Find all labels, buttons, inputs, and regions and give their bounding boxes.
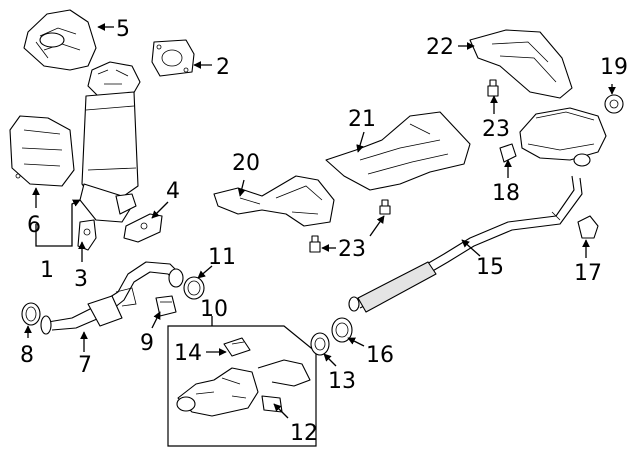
callout-18: 18 bbox=[492, 181, 520, 206]
part-16-gasket[interactable] bbox=[331, 317, 353, 343]
part-4-bracket[interactable] bbox=[123, 213, 163, 243]
callout-11: 11 bbox=[208, 245, 236, 270]
part-6-lower-heat-shield[interactable] bbox=[9, 115, 75, 187]
part-19-hanger[interactable] bbox=[604, 94, 624, 114]
callout-2: 2 bbox=[216, 55, 230, 80]
callout-12: 12 bbox=[290, 421, 318, 446]
callout-16: 16 bbox=[366, 343, 394, 368]
part-3-bracket[interactable] bbox=[77, 219, 97, 251]
callout-14: 14 bbox=[174, 341, 202, 366]
part-1-catalytic-converter[interactable] bbox=[79, 61, 141, 223]
part-21-heat-shield[interactable] bbox=[325, 111, 471, 191]
part-11-gasket[interactable] bbox=[183, 276, 205, 300]
callout-10: 10 bbox=[200, 297, 228, 322]
callout-19: 19 bbox=[600, 55, 628, 80]
part-7-front-pipe[interactable] bbox=[40, 261, 184, 335]
callout-20: 20 bbox=[232, 151, 260, 176]
callout-15: 15 bbox=[476, 255, 504, 280]
part-5-upper-heat-shield[interactable] bbox=[23, 9, 97, 71]
part-20-heat-shield[interactable] bbox=[213, 175, 335, 227]
part-15-center-pipe[interactable] bbox=[348, 175, 583, 313]
callout-23-lower: 23 bbox=[338, 237, 366, 262]
part-2-manifold-gasket[interactable] bbox=[151, 39, 195, 77]
callout-23-upper: 23 bbox=[482, 117, 510, 142]
callout-7: 7 bbox=[78, 353, 92, 378]
part-17-hanger[interactable] bbox=[577, 215, 599, 239]
part-22-heat-shield[interactable] bbox=[469, 29, 573, 99]
part-8-gasket[interactable] bbox=[21, 302, 41, 326]
part-10-assembly-box bbox=[167, 325, 317, 447]
callout-4: 4 bbox=[166, 179, 180, 204]
callout-9: 9 bbox=[140, 331, 154, 356]
callout-3: 3 bbox=[74, 267, 88, 292]
callout-8: 8 bbox=[20, 343, 34, 368]
part-12-exhaust-manifold[interactable] bbox=[176, 359, 311, 417]
callout-21: 21 bbox=[348, 107, 376, 132]
callout-17: 17 bbox=[574, 261, 602, 286]
part-14-sensor[interactable] bbox=[223, 337, 251, 357]
part-18-hanger[interactable] bbox=[499, 143, 517, 163]
callout-labels: 5 2 6 1 3 4 8 7 9 11 10 14 12 13 16 15 1… bbox=[20, 17, 628, 446]
callout-5: 5 bbox=[116, 17, 130, 42]
part-23-bolt-upper[interactable] bbox=[487, 79, 499, 97]
callout-22: 22 bbox=[426, 35, 454, 60]
callout-13: 13 bbox=[328, 369, 356, 394]
part-9-bracket[interactable] bbox=[155, 295, 177, 317]
part-13-gasket[interactable] bbox=[310, 332, 330, 356]
part-23-bolt-lower[interactable] bbox=[309, 199, 391, 253]
muffler[interactable] bbox=[519, 107, 607, 167]
leader-lines bbox=[24, 23, 616, 419]
callout-1: 1 bbox=[40, 258, 54, 283]
callout-6: 6 bbox=[27, 213, 41, 238]
